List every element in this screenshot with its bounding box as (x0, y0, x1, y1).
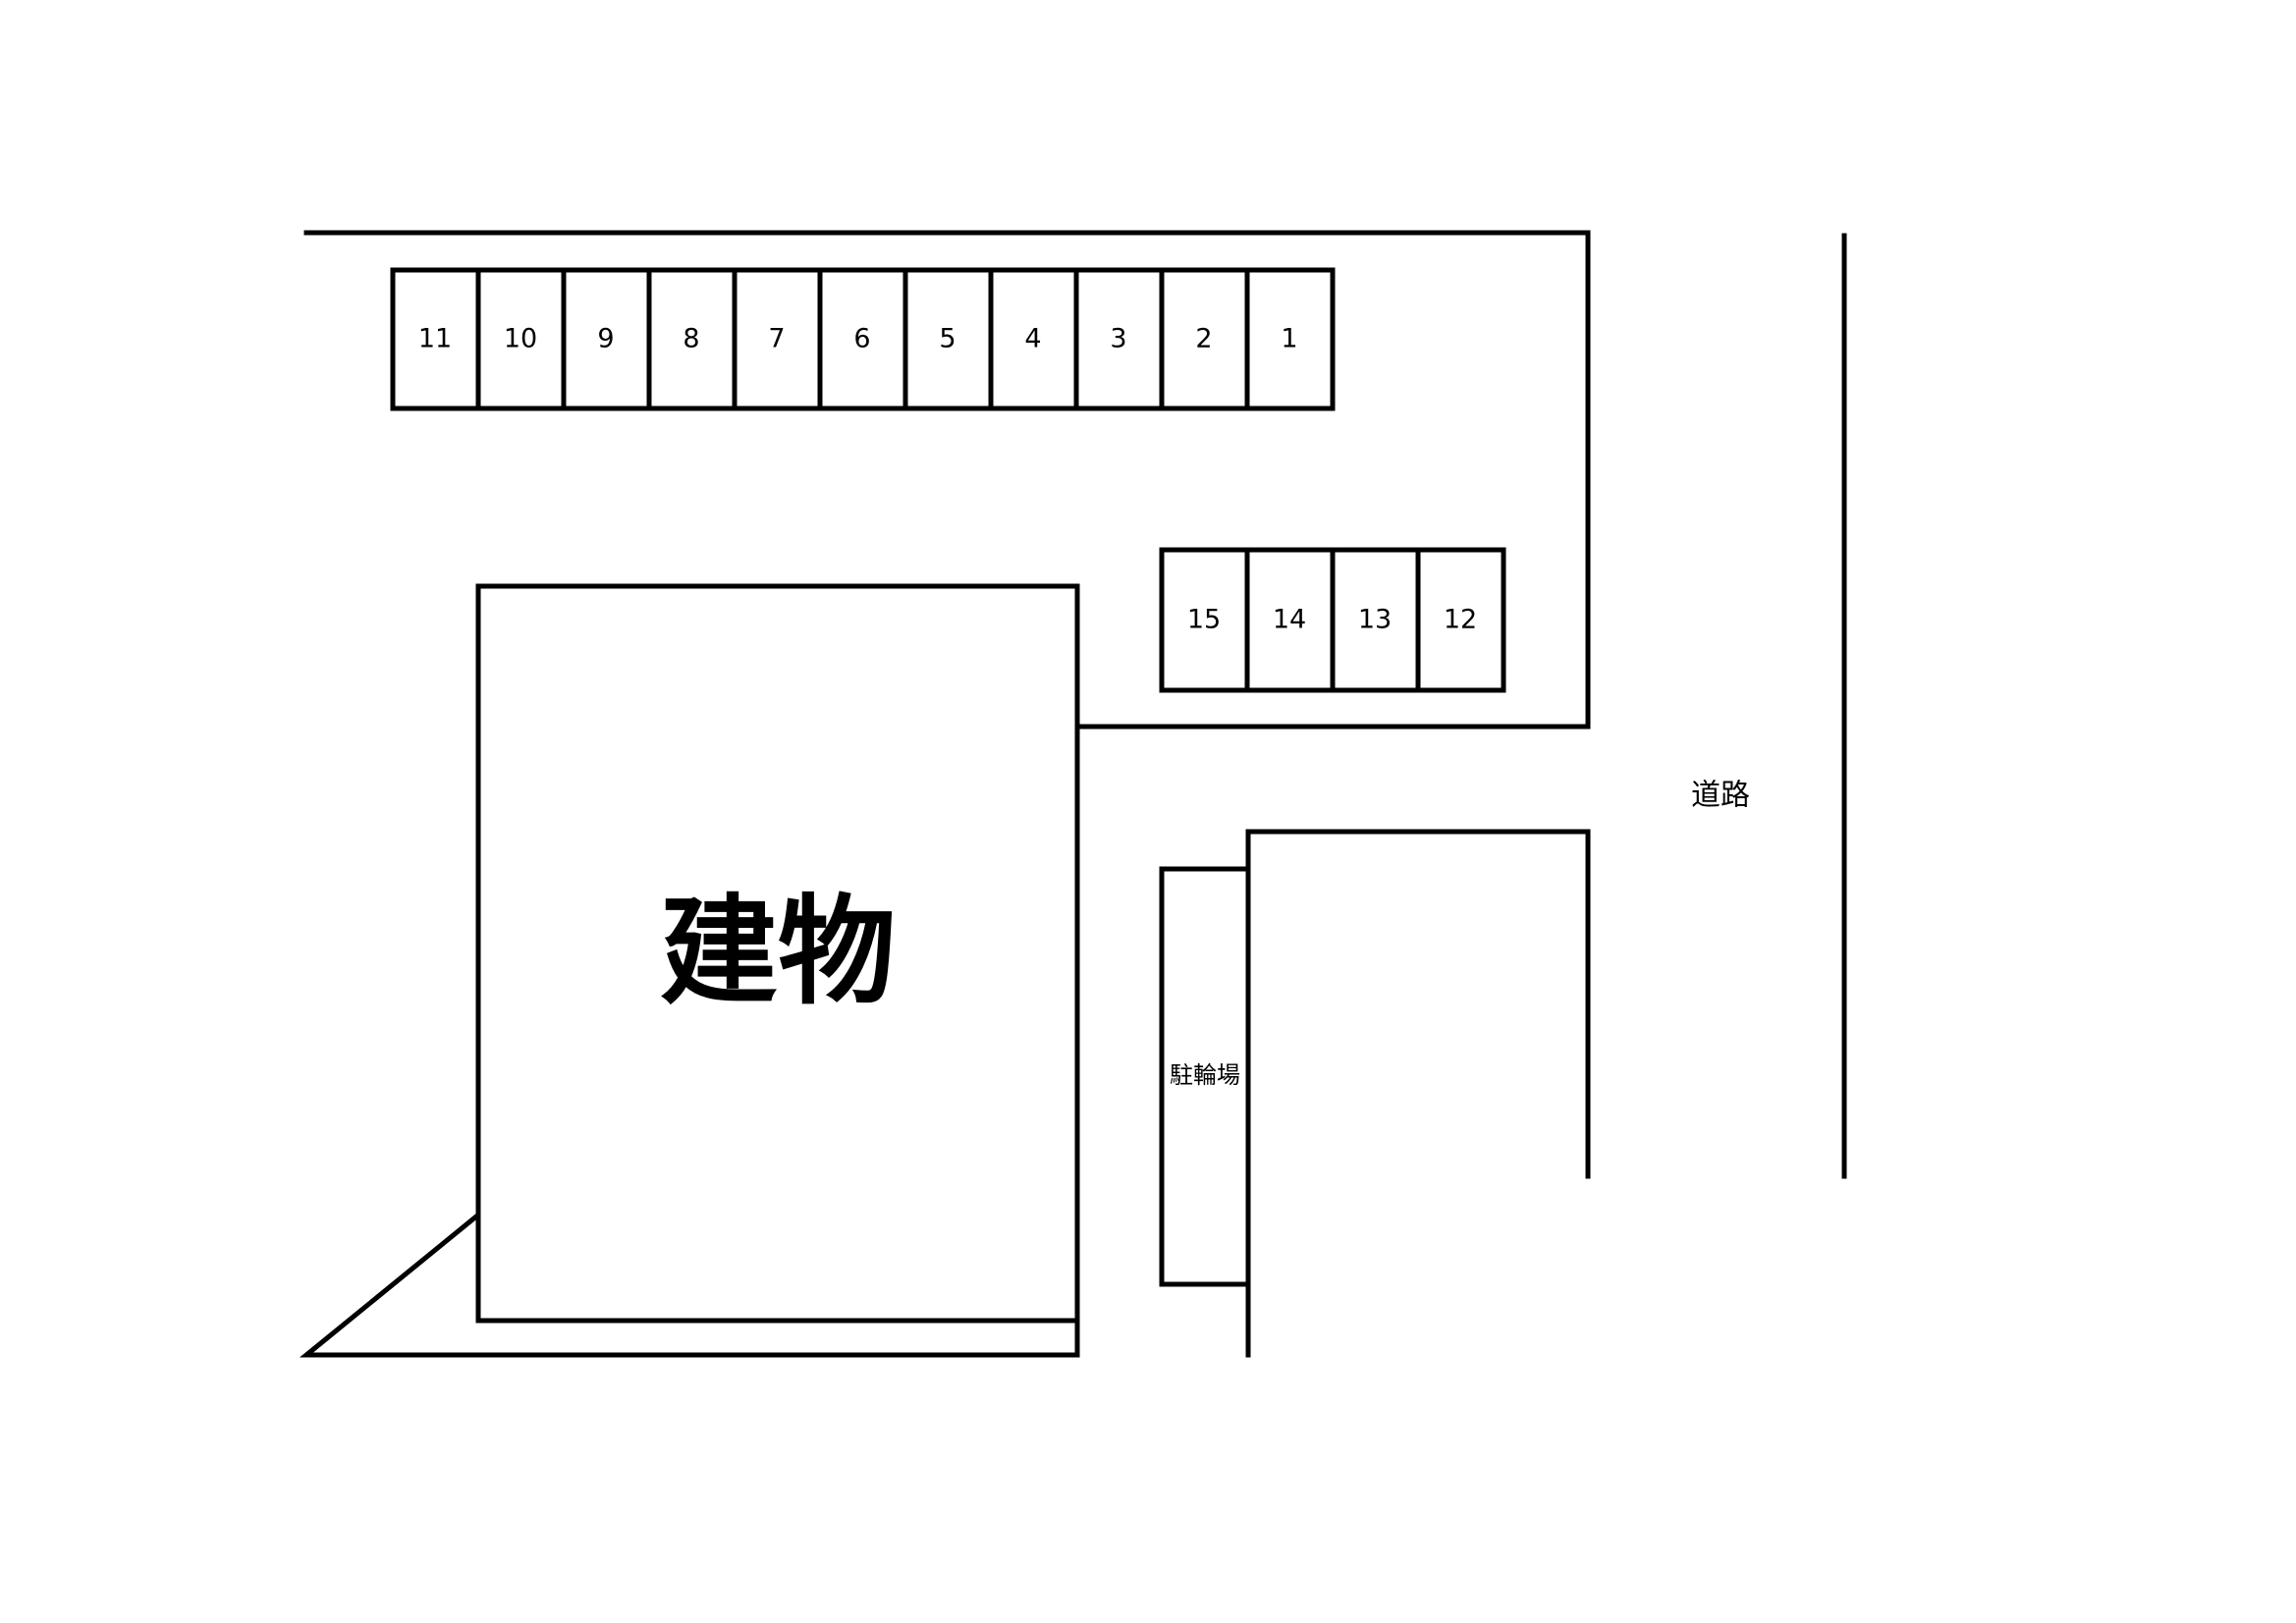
parking-row-side: 15 14 13 12 (1159, 547, 1506, 693)
parking-space-label: 15 (1187, 605, 1221, 635)
parking-space (1330, 547, 1421, 693)
road-label: 道路 (1691, 779, 1750, 813)
property-boundary (299, 230, 1591, 1358)
parking-space-label: 7 (768, 324, 785, 354)
parking-space (390, 267, 481, 411)
parking-space-label: 10 (504, 324, 537, 354)
building-label: 建物 (660, 885, 896, 1021)
parking-space (1244, 547, 1336, 693)
parking-space-label: 3 (1110, 324, 1126, 354)
parking-space-label: 5 (939, 324, 956, 354)
parking-space-label: 13 (1358, 605, 1392, 635)
parking-space-label: 8 (683, 324, 699, 354)
parking-space-label: 6 (853, 324, 870, 354)
parking-space-label: 11 (418, 324, 452, 354)
parking-space-label: 2 (1195, 324, 1212, 354)
parking-space-label: 9 (597, 324, 614, 354)
parking-space (561, 267, 652, 411)
parking-space (1415, 547, 1506, 693)
bicycle-parking (1159, 866, 1251, 1287)
bicycle-parking-label: 駐輪場 (1170, 1061, 1240, 1089)
parking-space (988, 267, 1079, 411)
parking-space (1244, 267, 1336, 411)
parking-space (646, 267, 738, 411)
parking-row-top: 11 10 9 8 7 6 5 4 3 2 1 (390, 267, 1336, 411)
parking-space (817, 267, 908, 411)
parking-space-label: 4 (1024, 324, 1041, 354)
parking-space-label: 1 (1281, 324, 1297, 354)
building (475, 583, 1080, 1324)
parking-space-label: 14 (1273, 605, 1306, 635)
parking-space (902, 267, 994, 411)
parking-space-label: 12 (1444, 605, 1477, 635)
parking-space (1073, 267, 1165, 411)
